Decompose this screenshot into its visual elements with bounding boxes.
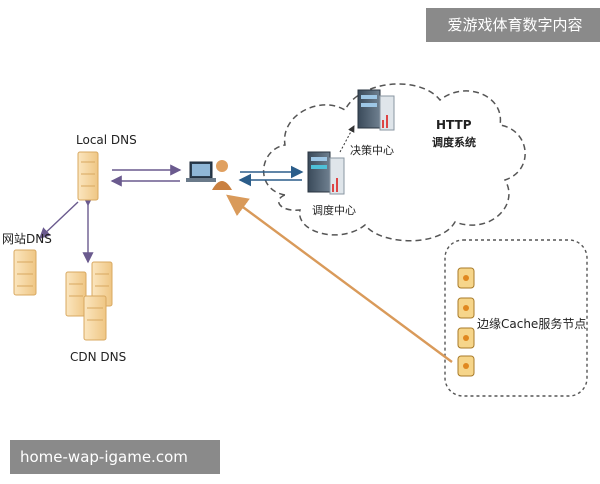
watermark-banner-top: 爱游戏体育数字内容 xyxy=(426,8,600,42)
user-laptop-icon xyxy=(186,160,232,190)
cdn-dns-server-cluster-icon xyxy=(65,261,113,341)
decision-center-server-icon xyxy=(357,89,395,131)
cdn-dns-label: CDN DNS xyxy=(70,350,127,364)
edge-node-box xyxy=(444,239,588,397)
http-label: HTTP xyxy=(436,118,472,132)
watermark-banner-bottom: home-wap-igame.com xyxy=(10,440,220,474)
local-dns-server-icon xyxy=(77,151,99,201)
arrow-dispatch-to-decision xyxy=(339,125,355,153)
arrow-localdns-to-sitedns xyxy=(38,201,79,239)
dispatch-system-label: 调度系统 xyxy=(432,136,476,149)
site-dns-label: 网站DNS xyxy=(2,232,52,246)
http-cloud xyxy=(262,83,526,242)
arrow-edge-to-user xyxy=(226,194,453,363)
dispatch-center-server-icon xyxy=(307,151,345,195)
decision-center-label: 决策中心 xyxy=(350,144,394,157)
site-dns-server-icon xyxy=(13,249,37,296)
dispatch-center-label: 调度中心 xyxy=(312,204,356,217)
local-dns-label: Local DNS xyxy=(76,133,137,147)
edge-cache-label: 边缘Cache服务节点 xyxy=(477,317,587,331)
edge-cache-node-icons xyxy=(457,267,475,377)
